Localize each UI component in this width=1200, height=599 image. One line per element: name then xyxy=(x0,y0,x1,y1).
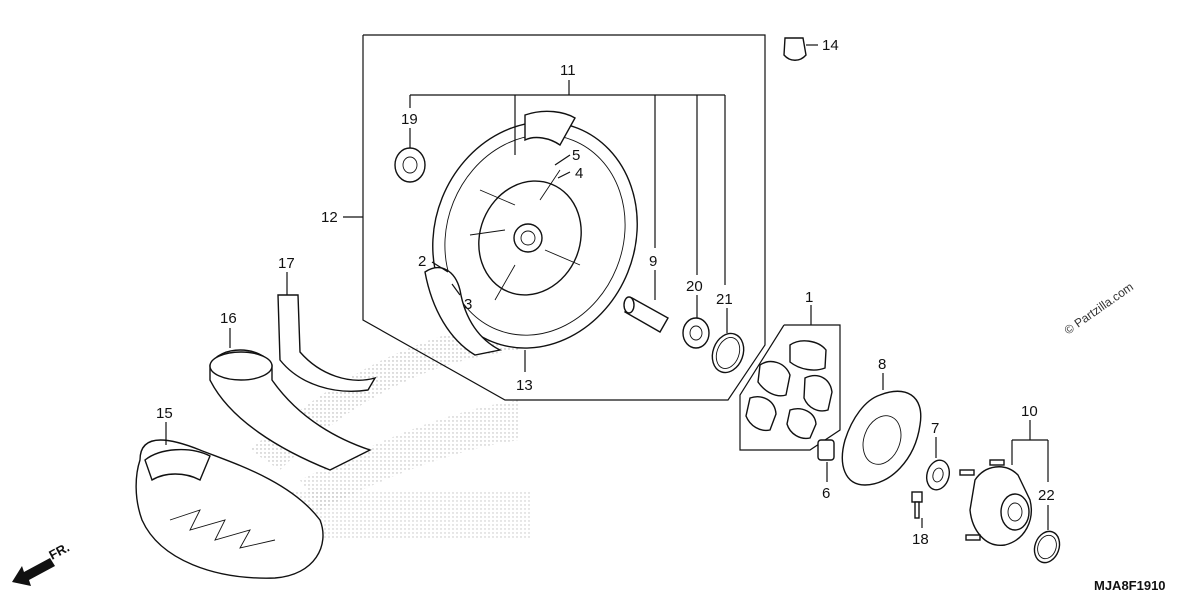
rear-wheel xyxy=(432,121,638,349)
bearing-20 xyxy=(682,317,710,349)
callout-1[interactable]: 1 xyxy=(805,289,813,306)
driven-flange-plate xyxy=(841,390,922,486)
callout-4[interactable]: 4 xyxy=(575,165,583,182)
callout-17[interactable]: 17 xyxy=(278,255,295,272)
diagram-code: MJA8F1910 xyxy=(1094,578,1166,593)
callout-12[interactable]: 12 xyxy=(321,209,338,226)
bearing-19 xyxy=(394,147,426,183)
arrow-left-icon xyxy=(12,558,55,586)
callout-7[interactable]: 7 xyxy=(931,420,939,437)
inner-tube xyxy=(209,349,372,471)
callout-9[interactable]: 9 xyxy=(649,253,657,270)
callout-16[interactable]: 16 xyxy=(220,310,237,327)
tire xyxy=(135,439,324,579)
callout-14[interactable]: 14 xyxy=(822,37,839,54)
callout-8[interactable]: 8 xyxy=(878,356,886,373)
callout-18[interactable]: 18 xyxy=(912,531,929,548)
final-driven-flange xyxy=(959,459,1032,546)
watermark-text: © Partzilla.com xyxy=(1062,280,1136,338)
callout-6[interactable]: 6 xyxy=(822,485,830,502)
damper-rubber xyxy=(739,324,841,451)
leader-lines xyxy=(165,44,1049,530)
callout-3[interactable]: 3 xyxy=(464,296,472,313)
callout-10[interactable]: 10 xyxy=(1021,403,1038,420)
wheel-assembly-frame xyxy=(362,34,766,401)
valve-cap xyxy=(783,37,807,61)
callout-15[interactable]: 15 xyxy=(156,405,173,422)
callout-22[interactable]: 22 xyxy=(1038,487,1055,504)
oring-22 xyxy=(1033,530,1061,564)
callout-5[interactable]: 5 xyxy=(572,147,580,164)
rim-band xyxy=(277,294,377,392)
wheel-side-plates xyxy=(424,110,576,356)
oring-21 xyxy=(711,332,745,374)
callout-labels: 1 2 3 4 5 6 7 8 9 10 11 12 13 14 15 16 1… xyxy=(156,37,1055,548)
callout-19[interactable]: 19 xyxy=(401,111,418,128)
callout-20[interactable]: 20 xyxy=(686,278,703,295)
callout-2[interactable]: 2 xyxy=(418,253,426,270)
callout-13[interactable]: 13 xyxy=(516,377,533,394)
callout-11[interactable]: 11 xyxy=(560,62,576,79)
bolt-18 xyxy=(911,491,923,519)
callout-21[interactable]: 21 xyxy=(716,291,733,308)
distance-collar xyxy=(623,296,669,333)
part-6 xyxy=(817,439,835,461)
washer-7 xyxy=(925,459,951,491)
front-direction-indicator: FR. xyxy=(12,540,72,586)
